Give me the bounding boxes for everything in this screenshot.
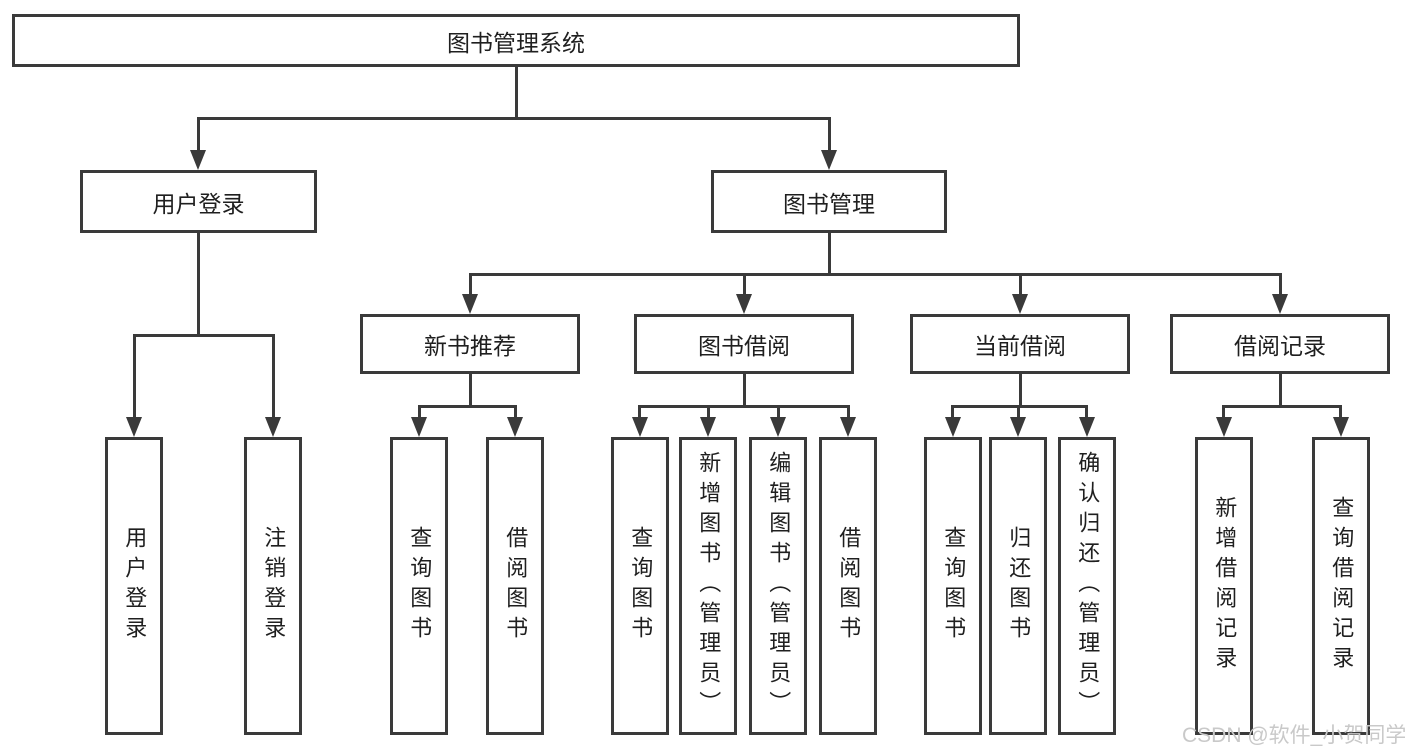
leaf-label: 查询图书	[407, 526, 433, 646]
connector-line	[272, 334, 275, 418]
node-borrow-records: 借阅记录	[1170, 314, 1390, 374]
leaf-add-borrow-record: 新增借阅记录	[1195, 437, 1253, 735]
connector-line	[133, 334, 274, 337]
leaf-label: 新增图书（管理员）	[696, 451, 722, 721]
connector-line	[197, 117, 200, 150]
arrowhead-down-icon	[411, 417, 427, 437]
connector-line	[418, 405, 517, 408]
node-label: 当前借阅	[974, 333, 1066, 359]
connector-line	[469, 273, 1281, 276]
connector-line	[1017, 405, 1020, 419]
leaf-logout: 注销登录	[244, 437, 302, 735]
arrowhead-down-icon	[1333, 417, 1349, 437]
leaf-return-books: 归还图书	[989, 437, 1047, 735]
connector-line	[1019, 273, 1022, 295]
node-current-borrowing: 当前借阅	[910, 314, 1130, 374]
node-new-book-recommend: 新书推荐	[360, 314, 580, 374]
connector-line	[1019, 374, 1022, 406]
arrowhead-down-icon	[736, 294, 752, 314]
connector-line	[469, 273, 472, 295]
connector-line	[418, 405, 421, 419]
leaf-label: 借阅图书	[503, 526, 529, 646]
connector-line	[743, 273, 746, 295]
arrowhead-down-icon	[507, 417, 523, 437]
arrowhead-down-icon	[190, 150, 206, 170]
connector-line	[828, 117, 831, 150]
arrowhead-down-icon	[1216, 417, 1232, 437]
leaf-label: 注销登录	[261, 526, 287, 646]
node-book-management: 图书管理	[711, 170, 947, 233]
leaf-label: 查询图书	[628, 526, 654, 646]
connector-line	[197, 233, 200, 335]
connector-line	[1279, 273, 1282, 295]
node-library-management-system: 图书管理系统	[12, 14, 1020, 67]
arrowhead-down-icon	[1010, 417, 1026, 437]
arrowhead-down-icon	[632, 417, 648, 437]
node-label: 借阅记录	[1234, 333, 1326, 359]
node-label: 图书借阅	[698, 333, 790, 359]
arrowhead-down-icon	[840, 417, 856, 437]
connector-line	[1222, 405, 1225, 419]
leaf-confirm-return-admin: 确认归还（管理员）	[1058, 437, 1116, 735]
arrowhead-down-icon	[1272, 294, 1288, 314]
arrowhead-down-icon	[265, 417, 281, 437]
csdn-watermark: CSDN @软件_小贺同学	[1182, 724, 1405, 747]
connector-line	[1279, 374, 1282, 406]
leaf-query-books-borrowing: 查询图书	[611, 437, 669, 735]
leaf-add-books-admin: 新增图书（管理员）	[679, 437, 737, 735]
arrowhead-down-icon	[945, 417, 961, 437]
leaf-label: 查询图书	[941, 526, 967, 646]
connector-line	[1339, 405, 1342, 419]
leaf-label: 查询借阅记录	[1329, 496, 1355, 676]
connector-line	[777, 405, 780, 419]
connector-line	[828, 233, 831, 274]
node-label: 图书管理系统	[447, 29, 585, 56]
arrowhead-down-icon	[1079, 417, 1095, 437]
connector-line	[1222, 405, 1342, 408]
leaf-query-books-recommend: 查询图书	[390, 437, 448, 735]
connector-line	[469, 374, 472, 406]
arrowhead-down-icon	[700, 417, 716, 437]
leaf-label: 确认归还（管理员）	[1075, 451, 1101, 721]
arrowhead-down-icon	[1012, 294, 1028, 314]
leaf-label: 新增借阅记录	[1212, 496, 1238, 676]
leaf-label: 编辑图书（管理员）	[766, 451, 792, 721]
node-label: 用户登录	[152, 190, 245, 217]
connector-line	[743, 374, 746, 406]
arrowhead-down-icon	[821, 150, 837, 170]
connector-line	[638, 405, 641, 419]
connector-line	[638, 405, 850, 408]
leaf-borrow-books-recommend: 借阅图书	[486, 437, 544, 735]
arrowhead-down-icon	[462, 294, 478, 314]
leaf-label: 归还图书	[1006, 526, 1032, 646]
leaf-label: 借阅图书	[836, 526, 862, 646]
connector-line	[514, 405, 517, 419]
connector-line	[1085, 405, 1088, 419]
leaf-borrow-books-borrowing: 借阅图书	[819, 437, 877, 735]
node-book-borrowing: 图书借阅	[634, 314, 854, 374]
connector-line	[707, 405, 710, 419]
leaf-edit-books-admin: 编辑图书（管理员）	[749, 437, 807, 735]
node-label: 新书推荐	[424, 333, 516, 359]
leaf-query-books-current: 查询图书	[924, 437, 982, 735]
connector-line	[515, 67, 518, 118]
connector-line	[197, 117, 831, 120]
connector-line	[133, 334, 136, 418]
connector-line	[847, 405, 850, 419]
leaf-label: 用户登录	[122, 526, 148, 646]
node-user-login: 用户登录	[80, 170, 317, 233]
connector-line	[951, 405, 954, 419]
node-label: 图书管理	[783, 190, 875, 217]
leaf-user-login: 用户登录	[105, 437, 163, 735]
arrowhead-down-icon	[126, 417, 142, 437]
arrowhead-down-icon	[770, 417, 786, 437]
leaf-query-borrow-record: 查询借阅记录	[1312, 437, 1370, 735]
